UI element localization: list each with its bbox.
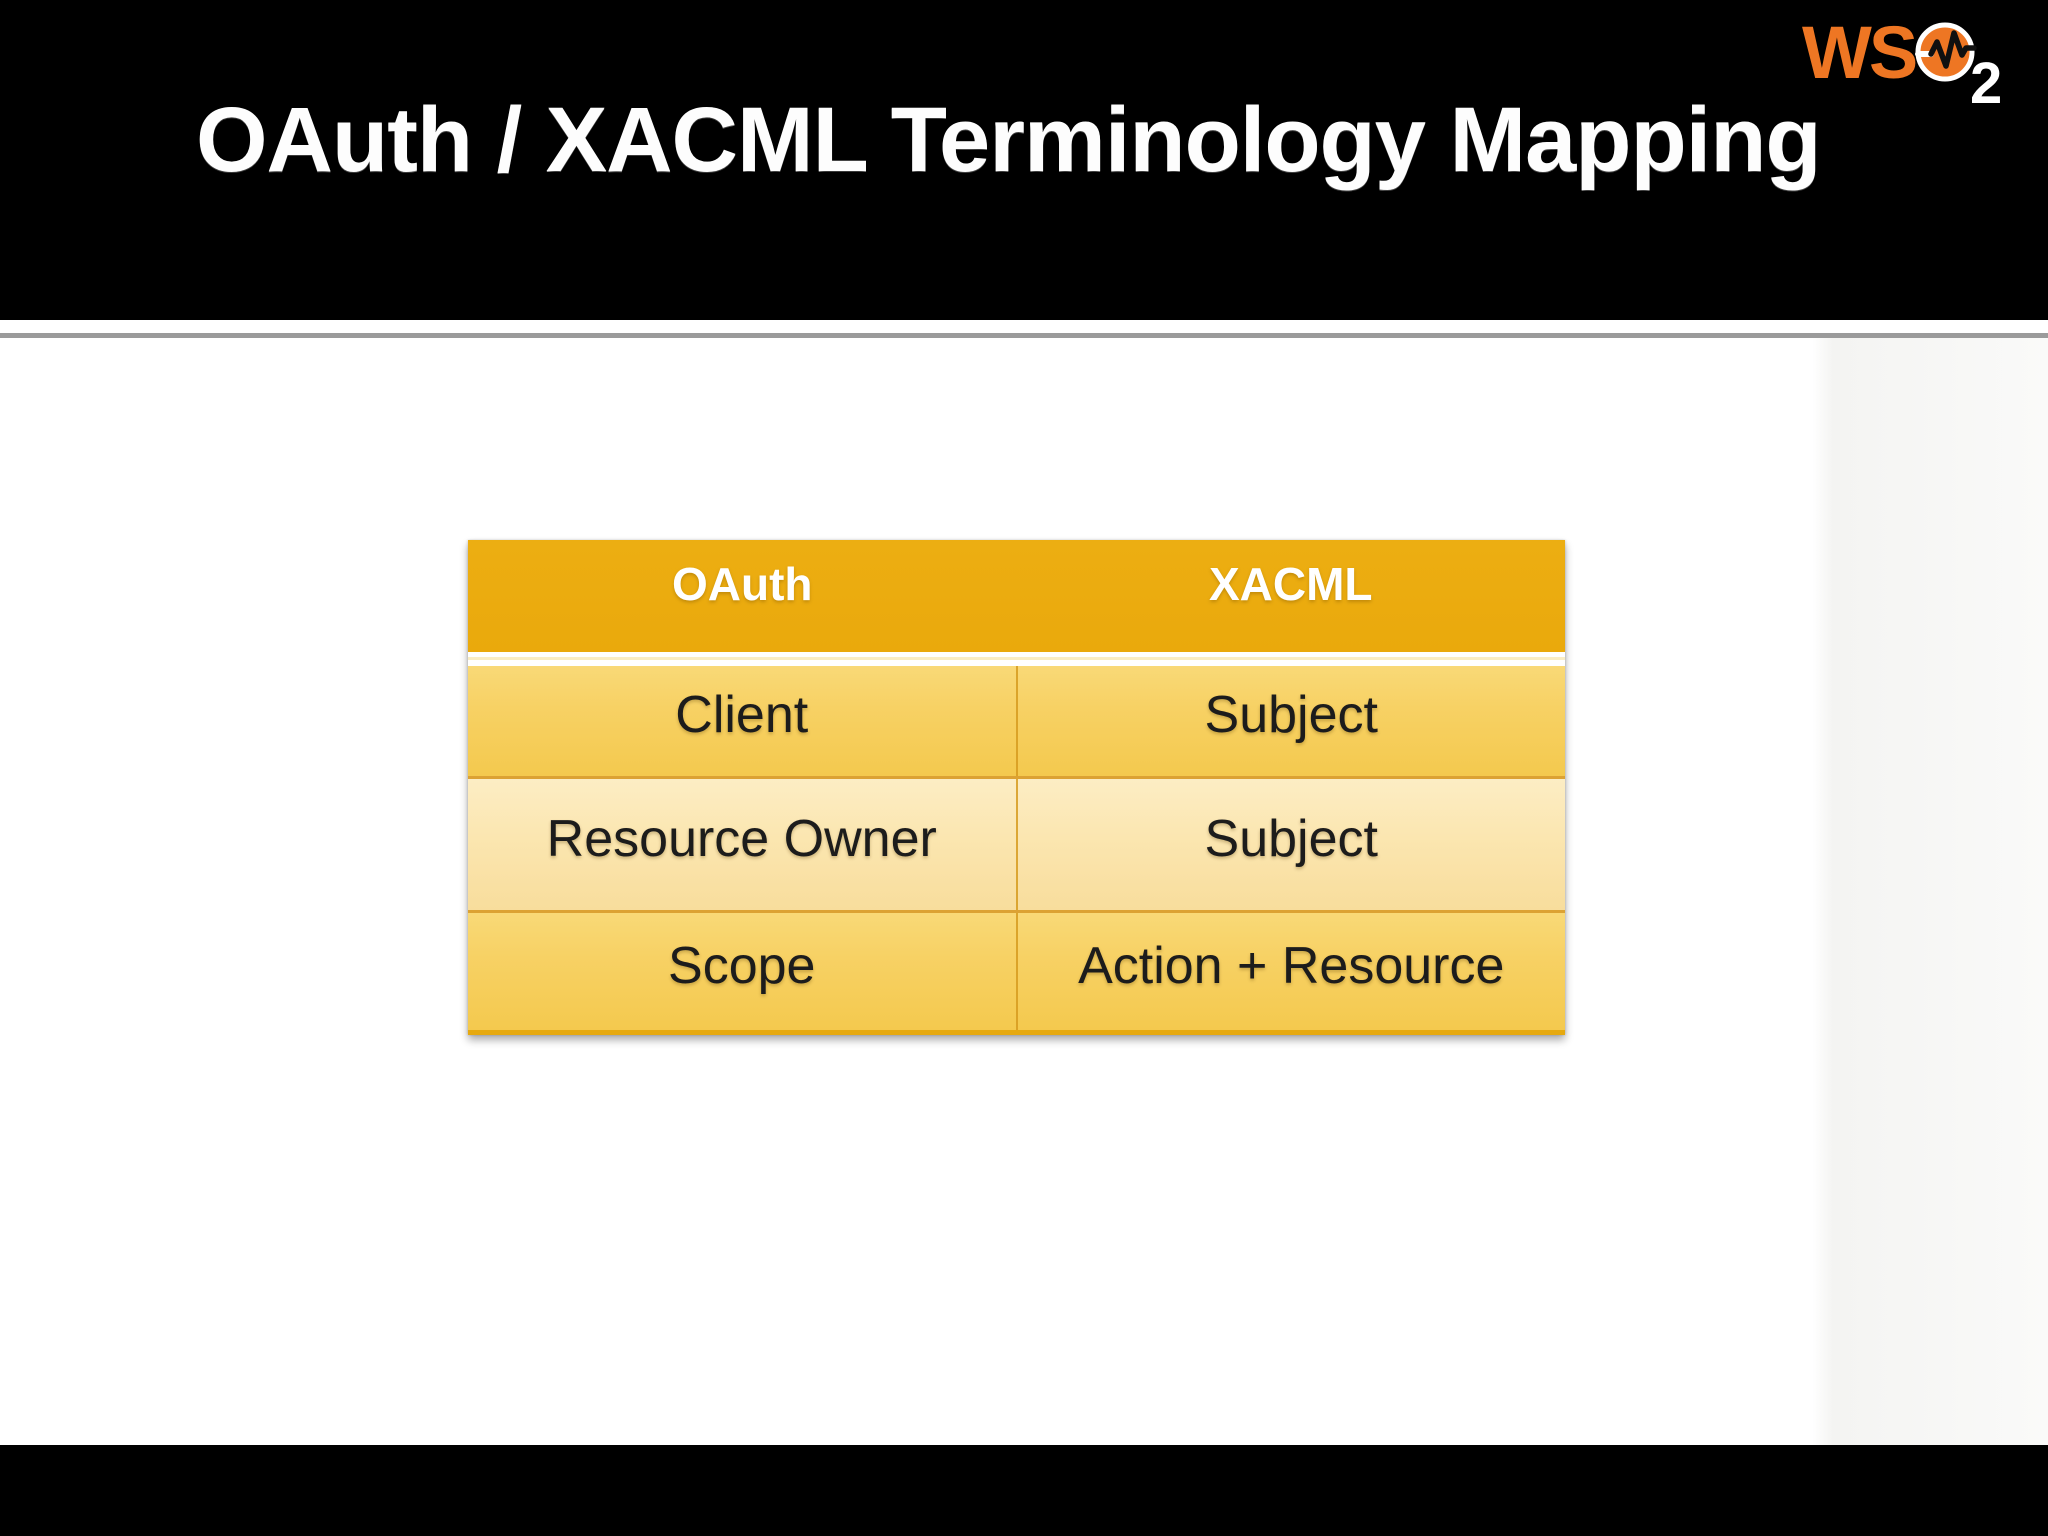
logo-ws-text: WS: [1802, 11, 1916, 94]
table-row-client: Client Subject: [468, 666, 1565, 776]
table-header-row: OAuth XACML: [468, 540, 1565, 652]
table-header-oauth: OAuth: [671, 558, 813, 610]
slide-footer-bar: [0, 1445, 2048, 1536]
terminology-mapping-table: OAuth XACML Client Subject Resource Owne…: [468, 540, 1565, 1035]
wso2-logo-graphic: WS 2: [1802, 11, 2002, 116]
cell-oauth-client: Client: [675, 686, 809, 744]
slide-title: OAuth / XACML Terminology Mapping: [196, 89, 1822, 191]
logo-pulse-icon: [1928, 30, 1977, 69]
slide-header-banner: OAuth / XACML Terminology Mapping WS 2: [0, 0, 2048, 320]
table-row-resource-owner: Resource Owner Subject: [468, 776, 1565, 910]
cell-xacml-subject-1: Subject: [1015, 666, 1566, 776]
banner-gap: [0, 320, 2048, 333]
table-header-xacml: XACML: [1208, 558, 1373, 610]
table-header-separator: [468, 652, 1565, 666]
wso2-logo: WS 2: [1802, 10, 2014, 116]
cell-xacml-subject-2: Subject: [1015, 779, 1566, 910]
table-row-scope: Scope Action + Resource: [468, 910, 1565, 1030]
cell-oauth-resource-owner: Resource Owner: [546, 809, 937, 868]
banner-divider-line: [0, 333, 2048, 338]
cell-xacml-action-resource: Action + Resource: [1015, 913, 1566, 1030]
cell-oauth-scope: Scope: [668, 936, 816, 995]
slide-content: OAuth XACML Client Subject Resource Owne…: [0, 338, 2048, 1445]
logo-subscript-2: 2: [1970, 51, 2002, 106]
